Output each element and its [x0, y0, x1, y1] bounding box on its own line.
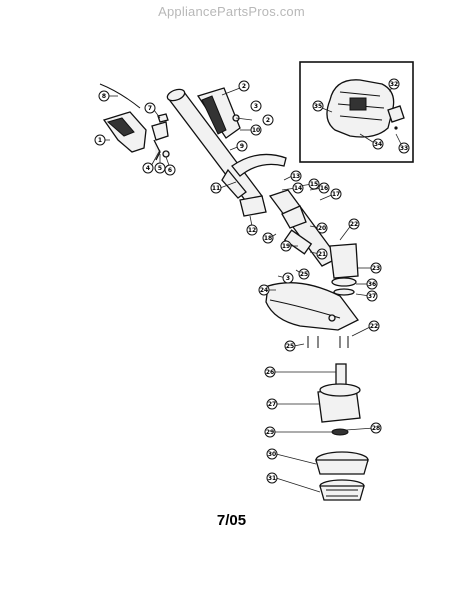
callout-23: 23 — [370, 262, 382, 274]
svg-text:5: 5 — [158, 165, 162, 172]
svg-text:25: 25 — [286, 343, 294, 350]
gearbox — [329, 243, 359, 296]
callout-2b: 2 — [262, 114, 274, 126]
handle-assembly — [99, 83, 147, 153]
callout-22: 22 — [348, 218, 360, 230]
callout-28: 28 — [370, 422, 382, 434]
trigger-handle — [196, 87, 241, 139]
svg-text:1: 1 — [98, 137, 102, 144]
callout-10: 10 — [250, 124, 262, 136]
svg-text:7: 7 — [148, 105, 152, 112]
callout-4: 4 — [142, 162, 154, 174]
upper-guard — [221, 153, 287, 199]
svg-text:28: 28 — [372, 425, 380, 432]
watermark-text: AppliancePartsPros.com — [158, 4, 305, 19]
callout-34: 34 — [372, 138, 384, 150]
callout-35: 35 — [312, 100, 324, 112]
svg-text:27: 27 — [268, 401, 276, 408]
svg-text:24: 24 — [260, 287, 268, 294]
svg-text:36: 36 — [368, 281, 376, 288]
svg-text:22: 22 — [370, 323, 378, 330]
svg-text:20: 20 — [318, 225, 326, 232]
callout-36: 36 — [366, 278, 378, 290]
callout-19: 19 — [280, 240, 292, 252]
svg-text:26: 26 — [266, 369, 274, 376]
svg-text:30: 30 — [268, 451, 276, 458]
callout-37: 37 — [366, 290, 378, 302]
callout-2: 2 — [238, 80, 250, 92]
callout-25b: 25 — [284, 340, 296, 352]
svg-text:34: 34 — [374, 141, 382, 148]
callout-3: 3 — [250, 100, 262, 112]
svg-text:32: 32 — [390, 81, 398, 88]
svg-text:3: 3 — [254, 103, 258, 110]
svg-text:12: 12 — [248, 227, 256, 234]
trimmer-head — [315, 363, 369, 501]
main-guard — [265, 282, 359, 331]
callout-3b: 3 — [282, 272, 294, 284]
svg-text:22: 22 — [350, 221, 358, 228]
callout-29: 29 — [264, 426, 276, 438]
bolts — [307, 336, 349, 348]
callout-17: 17 — [330, 188, 342, 200]
svg-text:31: 31 — [268, 475, 276, 482]
svg-text:2: 2 — [242, 83, 246, 90]
lower-clamp — [239, 195, 267, 217]
svg-text:18: 18 — [264, 235, 272, 242]
svg-text:11: 11 — [212, 185, 220, 192]
callout-25: 25 — [298, 268, 310, 280]
callout-32: 32 — [388, 78, 400, 90]
date-code: 7/05 — [216, 512, 247, 529]
callout-1: 1 — [94, 134, 106, 146]
callout-11: 11 — [210, 182, 222, 194]
svg-text:16: 16 — [320, 185, 328, 192]
engine-inset — [299, 61, 414, 163]
callout-8: 8 — [98, 90, 110, 102]
callout-7: 7 — [144, 102, 156, 114]
callout-21: 21 — [316, 248, 328, 260]
svg-text:13: 13 — [292, 173, 300, 180]
callout-18: 18 — [262, 232, 274, 244]
callout-31: 31 — [266, 472, 278, 484]
svg-text:37: 37 — [368, 293, 376, 300]
svg-text:29: 29 — [266, 429, 274, 436]
svg-text:3: 3 — [286, 275, 290, 282]
lower-shaft — [268, 189, 339, 267]
svg-text:4: 4 — [146, 165, 150, 172]
svg-text:2: 2 — [266, 117, 270, 124]
svg-text:33: 33 — [400, 145, 408, 152]
svg-text:15: 15 — [310, 181, 318, 188]
callout-5: 5 — [154, 162, 166, 174]
svg-text:25: 25 — [300, 271, 308, 278]
callout-22b: 22 — [368, 320, 380, 332]
clamp-parts — [151, 113, 170, 161]
callout-30: 30 — [266, 448, 278, 460]
svg-text:14: 14 — [294, 185, 302, 192]
svg-text:17: 17 — [332, 191, 340, 198]
callout-24: 24 — [258, 284, 270, 296]
svg-text:21: 21 — [318, 251, 326, 258]
callout-9: 9 — [236, 140, 248, 152]
svg-text:9: 9 — [240, 143, 244, 150]
callout-16: 16 — [318, 182, 330, 194]
svg-text:35: 35 — [314, 103, 322, 110]
svg-text:10: 10 — [252, 127, 260, 134]
svg-text:23: 23 — [372, 265, 380, 272]
callout-12: 12 — [246, 224, 258, 236]
callout-26: 26 — [264, 366, 276, 378]
callout-6: 6 — [164, 164, 176, 176]
callout-15: 15 — [308, 178, 320, 190]
svg-text:6: 6 — [168, 167, 172, 174]
svg-text:8: 8 — [102, 93, 106, 100]
callout-33: 33 — [398, 142, 410, 154]
callout-27: 27 — [266, 398, 278, 410]
callout-14: 14 — [292, 182, 304, 194]
svg-text:19: 19 — [282, 243, 290, 250]
callout-13: 13 — [290, 170, 302, 182]
callout-20: 20 — [316, 222, 328, 234]
